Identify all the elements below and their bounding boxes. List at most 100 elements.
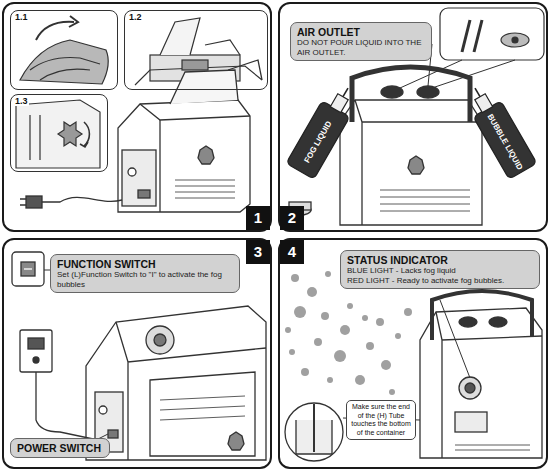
fog-bubbles bbox=[347, 303, 353, 309]
fog-bubbles bbox=[376, 318, 384, 326]
inset-knob bbox=[30, 115, 40, 160]
fog-machine bbox=[36, 306, 266, 460]
fog-machine bbox=[122, 150, 156, 206]
fog-machine bbox=[159, 120, 160, 212]
fog-bubbles bbox=[321, 312, 329, 320]
fog-machine bbox=[108, 430, 118, 438]
bubble-liquid-bottle bbox=[461, 80, 537, 179]
fog-machine bbox=[381, 86, 403, 98]
fog-machine bbox=[99, 406, 107, 414]
detail-inset: 1.2 bbox=[124, 10, 268, 90]
fog-bubbles bbox=[355, 375, 365, 385]
fog-machine bbox=[116, 322, 266, 460]
callout-number: 1.3 bbox=[14, 96, 29, 106]
fog-machine bbox=[380, 190, 470, 211]
fog-machine bbox=[118, 100, 250, 212]
outlet-closeup bbox=[440, 8, 544, 60]
step-panel: 3FUNCTION SWITCHSet (L)Function Switch t… bbox=[2, 238, 272, 469]
fog-machine bbox=[26, 196, 42, 208]
fog-bubbles bbox=[362, 315, 368, 321]
callout-heading: AIR OUTLET bbox=[297, 26, 425, 38]
inset-tray bbox=[36, 22, 74, 40]
fog-liquid-bottle bbox=[330, 94, 348, 113]
fog-bubbles bbox=[289, 349, 295, 355]
fog-machine bbox=[20, 199, 26, 205]
fog-machine bbox=[198, 146, 214, 164]
fog-bubbles bbox=[294, 306, 306, 318]
fog-machine bbox=[436, 312, 542, 458]
function-switch-icon bbox=[12, 252, 44, 286]
fog-machine bbox=[154, 334, 166, 346]
fog-machine bbox=[420, 308, 542, 458]
bottle-label: BUBBLE LIQUID bbox=[485, 113, 524, 172]
fog-bubbles bbox=[395, 333, 401, 339]
detail-inset: 1.1 bbox=[10, 10, 118, 90]
detail-inset: 1.3 bbox=[10, 94, 108, 172]
container-closeup bbox=[313, 404, 315, 452]
outlet-closeup bbox=[440, 8, 544, 60]
callout-heading: FUNCTION SWITCH bbox=[57, 258, 233, 270]
fog-machine bbox=[432, 291, 532, 340]
callout-number: 1.1 bbox=[14, 12, 29, 22]
callout-box: AIR OUTLETDO NOT POUR LIQUID INTO THE AI… bbox=[290, 22, 432, 61]
fog-machine bbox=[408, 156, 424, 174]
leader-line bbox=[44, 270, 108, 448]
fog-machine bbox=[42, 197, 122, 202]
fog-bubbles bbox=[327, 377, 333, 383]
callout-text: Set (L)Function Switch to "I" to activat… bbox=[57, 270, 233, 289]
fog-machine bbox=[455, 445, 530, 450]
fog-machine bbox=[489, 317, 507, 327]
function-switch-icon bbox=[21, 262, 35, 276]
inset-knob bbox=[80, 142, 88, 147]
inset-tray bbox=[20, 16, 108, 84]
fog-bubbles bbox=[334, 350, 346, 362]
leader-line bbox=[400, 60, 462, 88]
inset-knob bbox=[16, 100, 100, 168]
fog-bubbles bbox=[325, 271, 331, 277]
fog-bubbles bbox=[285, 327, 291, 333]
leader-line bbox=[440, 300, 470, 378]
bottle-label: FOG LIQUID bbox=[302, 120, 333, 165]
inset-knob bbox=[58, 122, 82, 146]
fog-machine bbox=[289, 67, 482, 225]
fog-machine bbox=[140, 104, 250, 120]
step-panel: 2AIR OUTLETDO NOT POUR LIQUID INTO THE A… bbox=[278, 2, 548, 232]
fog-liquid-bottle bbox=[343, 88, 348, 97]
callout-box: STATUS INDICATORBLUE LIGHT - Lacks fog l… bbox=[340, 250, 540, 289]
fog-machine bbox=[228, 432, 244, 450]
fog-machine bbox=[455, 412, 487, 432]
step-panel: 1 1.1 1.2 1.3 bbox=[2, 2, 272, 232]
leader-line bbox=[432, 60, 515, 88]
wall-outlet bbox=[33, 357, 39, 363]
fog-machine bbox=[20, 60, 262, 212]
callout-text: BLUE LIGHT - Lacks fog liquid bbox=[347, 266, 533, 276]
inset-tray bbox=[40, 69, 90, 80]
note-text: Make sure the end of the (H) Tube touche… bbox=[350, 403, 412, 437]
inset-hinge bbox=[160, 18, 200, 55]
fog-machine bbox=[150, 372, 255, 456]
fog-machine bbox=[138, 190, 150, 198]
bubble-liquid-bottle bbox=[475, 88, 480, 97]
step-panel: 4STATUS INDICATORBLUE LIGHT - Lacks fog … bbox=[278, 238, 548, 469]
fog-machine bbox=[459, 377, 481, 399]
bubble-liquid-bottle bbox=[475, 94, 493, 113]
container-closeup bbox=[285, 403, 343, 461]
fog-bubbles bbox=[301, 368, 309, 376]
fog-machine bbox=[146, 326, 174, 354]
step-number: 1 bbox=[246, 206, 270, 230]
callout-text: DO NOT POUR LIQUID INTO THE AIR OUTLET. bbox=[297, 38, 425, 57]
callout-number: 1.2 bbox=[128, 12, 143, 22]
wall-outlet bbox=[20, 330, 52, 372]
fog-machine bbox=[36, 372, 98, 440]
fog-machine bbox=[420, 291, 542, 458]
outlet-closeup bbox=[462, 20, 482, 52]
function-switch-icon bbox=[24, 268, 32, 269]
fog-machine bbox=[228, 60, 262, 80]
callout-box: POWER SWITCH bbox=[10, 438, 110, 458]
step-number: 3 bbox=[246, 240, 270, 264]
fog-bubbles bbox=[366, 342, 374, 350]
inset-knob bbox=[16, 100, 100, 168]
wall-outlet bbox=[20, 330, 52, 372]
fog-machine bbox=[417, 86, 439, 98]
fog-machine bbox=[340, 100, 482, 225]
